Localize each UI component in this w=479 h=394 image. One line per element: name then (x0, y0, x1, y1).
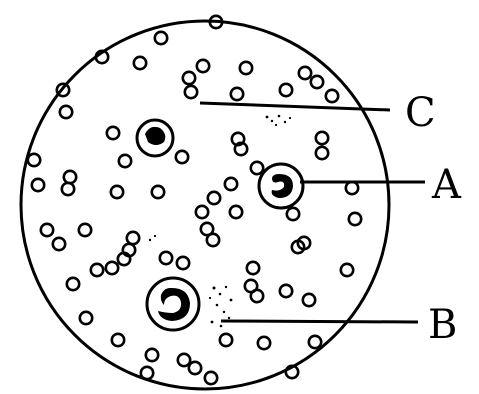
red-blood-cell (177, 257, 189, 269)
red-blood-cell (146, 349, 158, 361)
red-blood-cell (230, 206, 242, 218)
red-blood-cell (346, 182, 358, 194)
red-blood-cell (62, 183, 74, 195)
red-blood-cell (287, 208, 299, 220)
red-blood-cell (316, 147, 328, 159)
red-blood-cell (60, 106, 72, 118)
red-blood-cell (79, 224, 91, 236)
red-blood-cell (240, 62, 252, 74)
red-blood-cell (303, 294, 315, 306)
leader-line-b (221, 321, 418, 322)
red-blood-cell (127, 232, 139, 244)
red-blood-cell (107, 127, 119, 139)
red-blood-cell (225, 178, 237, 190)
red-blood-cell (119, 155, 131, 167)
red-blood-cell (112, 334, 124, 346)
label-c: C (405, 90, 436, 136)
red-blood-cell (349, 213, 361, 225)
red-blood-cell (316, 132, 328, 144)
label-b: B (428, 302, 457, 348)
red-blood-cell (258, 337, 270, 349)
red-blood-cell (134, 57, 146, 69)
red-blood-cell (207, 234, 219, 246)
red-blood-cell (280, 84, 292, 96)
red-blood-cell (178, 354, 190, 366)
red-blood-cell (205, 372, 217, 384)
red-blood-cell (189, 362, 201, 374)
red-blood-cell (141, 367, 153, 379)
microscope-field-circle (21, 21, 389, 389)
red-blood-cell (299, 67, 311, 79)
red-blood-cell (196, 206, 208, 218)
red-blood-cell (251, 162, 263, 174)
red-blood-cell (106, 262, 118, 274)
red-blood-cell (28, 154, 40, 166)
red-blood-cell (80, 312, 92, 324)
red-blood-cell (67, 278, 79, 290)
red-blood-cell (64, 171, 76, 183)
red-blood-cell (32, 179, 44, 191)
red-blood-cell (309, 336, 321, 348)
red-blood-cell (341, 264, 353, 276)
red-blood-cell (280, 285, 292, 297)
red-blood-cell (53, 238, 65, 250)
red-blood-cell (208, 192, 220, 204)
red-blood-cell (311, 76, 323, 88)
red-blood-cell (155, 32, 167, 44)
red-blood-cell (160, 252, 172, 264)
red-blood-cell (111, 186, 123, 198)
white-blood-cell-a (259, 164, 303, 208)
red-blood-cell (152, 186, 164, 198)
red-blood-cell (231, 88, 243, 100)
red-blood-cell (176, 151, 188, 163)
red-blood-cell (197, 60, 209, 72)
red-blood-cell (251, 290, 263, 302)
label-a: A (431, 162, 462, 208)
red-blood-cell (41, 224, 53, 236)
red-blood-cell (185, 86, 197, 98)
red-blood-cell (183, 72, 195, 84)
white-blood-cell-b (147, 278, 199, 330)
red-blood-cell (91, 264, 103, 276)
red-blood-cell (326, 90, 338, 102)
red-blood-cell (247, 262, 259, 274)
white-blood-cell-upper (137, 120, 173, 156)
red-blood-cell (220, 334, 232, 346)
